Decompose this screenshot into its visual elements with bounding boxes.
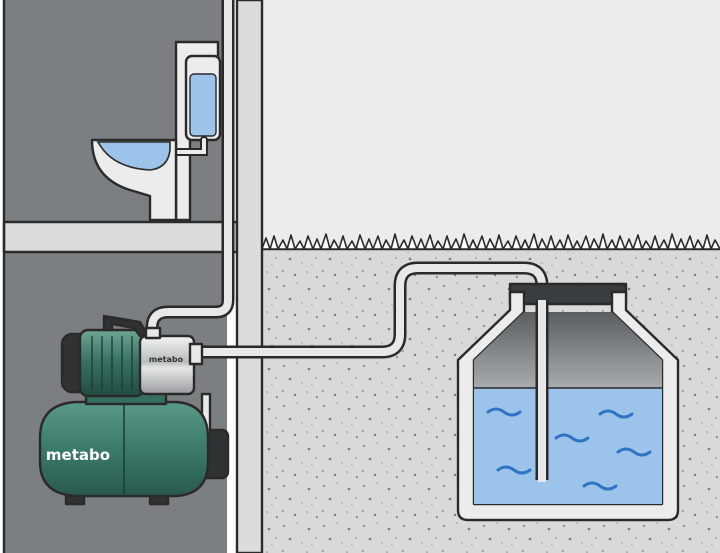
floor-slab	[2, 220, 239, 254]
house-wall	[235, 0, 264, 553]
pump-head	[138, 334, 196, 396]
toilet-bowl-water	[96, 141, 171, 171]
pump-inlet	[188, 342, 204, 366]
pump-station: metabo metabo	[38, 314, 230, 506]
supply-pipe	[145, 0, 235, 338]
pump-outlet	[144, 326, 162, 340]
cistern-water	[189, 73, 217, 137]
cistern-manhole	[508, 282, 628, 306]
suction-pipe	[200, 261, 549, 480]
pump-handle	[102, 314, 150, 338]
toilet	[90, 40, 222, 222]
rainwater-cistern	[456, 282, 680, 522]
pump-brand-label: metabo	[149, 355, 184, 364]
cistern-air	[474, 312, 662, 388]
grass	[261, 233, 720, 250]
cistern-water	[474, 388, 662, 504]
tank-brand-label: metabo	[46, 446, 110, 464]
sky	[262, 0, 720, 248]
water-waves	[486, 407, 652, 491]
motor-fins	[91, 336, 133, 390]
